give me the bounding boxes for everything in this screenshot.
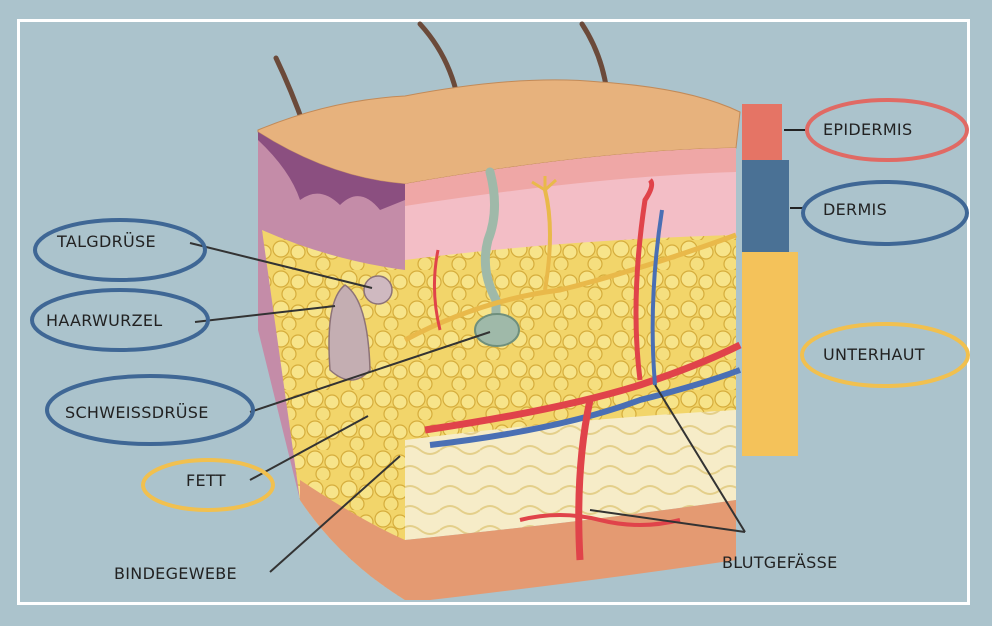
vein-branch — [650, 209, 664, 386]
artery-branch — [432, 249, 442, 331]
label-unterhaut: UNTERHAUT — [823, 345, 925, 364]
ring-fett — [141, 458, 275, 512]
label-bindegewebe: BINDEGEWEBE — [114, 564, 237, 583]
ring-schweissdruese — [45, 374, 255, 446]
epidermis-wave — [258, 132, 405, 210]
label-talgdruese: TALGDRÜSE — [57, 232, 156, 251]
artery-branch — [575, 399, 594, 561]
label-blutgefaesse: BLUTGEFÄSSE — [722, 553, 838, 572]
nerve-fibre — [531, 176, 558, 192]
ring-unterhaut — [800, 322, 970, 388]
left-face-fat — [262, 230, 405, 600]
sweat-duct — [480, 167, 501, 325]
ring-talgdruese — [33, 218, 207, 282]
dermis-bar — [742, 160, 789, 252]
artery — [424, 341, 742, 434]
ring-epidermis — [805, 98, 969, 162]
leader-blutgefaesse — [589, 509, 746, 533]
front-connective — [405, 410, 736, 540]
leader-schweissdruese — [249, 331, 491, 413]
label-epidermis: EPIDERMIS — [823, 120, 913, 139]
front-muscle — [300, 480, 736, 600]
ring-haarwurzel — [30, 288, 210, 352]
unterhaut-bar — [742, 252, 798, 456]
label-haarwurzel: HAARWURZEL — [46, 311, 163, 330]
leader-haarwurzel — [194, 305, 336, 323]
sebaceous-gland — [363, 275, 393, 305]
artery-branch — [633, 178, 655, 381]
artery-branch — [519, 513, 681, 527]
label-fett: FETT — [186, 471, 226, 490]
nerve-fibre — [403, 232, 737, 343]
nerve-fibre — [543, 189, 552, 291]
label-dermis: DERMIS — [823, 200, 888, 219]
front-epidermis — [405, 148, 736, 206]
vein — [429, 367, 742, 448]
skin-surface — [257, 79, 741, 185]
leader-bindegewebe — [269, 455, 401, 573]
ring-dermis — [801, 180, 969, 246]
sweat-gland-coil — [474, 313, 520, 347]
leader-blutgefaesse — [654, 384, 746, 533]
leader-fett — [249, 415, 369, 481]
hair-root — [328, 284, 371, 381]
white-frame — [17, 19, 970, 605]
epidermis-bar — [742, 104, 782, 160]
leader-talgdruese — [189, 242, 373, 289]
label-schweissdruese: SCHWEISSDRÜSE — [65, 403, 209, 422]
